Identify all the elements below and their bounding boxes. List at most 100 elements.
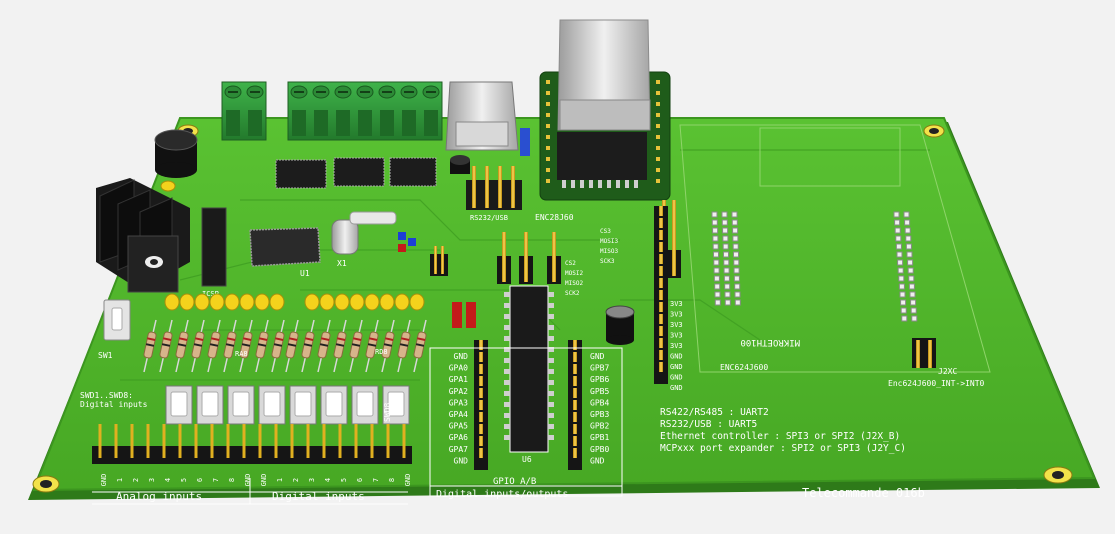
pad (711, 219, 718, 226)
pad (903, 211, 910, 218)
microcontroller-u1: U1 (249, 227, 321, 278)
x1-label: X1 (337, 259, 347, 268)
dip-pin (548, 292, 554, 297)
module-pin (634, 180, 638, 188)
gpio-b-label: GPB2 (590, 422, 609, 431)
resistor-band (161, 343, 171, 347)
power-pin (659, 350, 663, 360)
int-label: Enc624J600_INT->INT0 (888, 379, 985, 388)
gpio-pin (479, 352, 483, 362)
pad (897, 259, 904, 266)
terminal-opening (314, 110, 328, 136)
terminal-opening (380, 110, 394, 136)
resistor-band (243, 337, 252, 341)
gpio-b-label: GPB1 (590, 433, 609, 442)
pad (721, 211, 728, 218)
resistors: RA8 RD8 (143, 319, 427, 373)
input-pin-label: 8 (228, 478, 236, 482)
resistor-band (177, 343, 187, 347)
board-title: Telecommande 016b (802, 486, 925, 500)
dip-pin (504, 391, 510, 396)
pad (714, 299, 721, 306)
module-pad (656, 91, 660, 95)
power-rail-label: 3V3 (670, 342, 683, 350)
spi-left-label: SCK2 (565, 290, 580, 297)
header-pin (485, 166, 489, 208)
pad (907, 267, 914, 274)
pad (733, 267, 740, 274)
u1-label: U1 (300, 269, 310, 278)
dip-pin (548, 314, 554, 319)
dip-pin (504, 347, 510, 352)
pad (911, 315, 918, 322)
module-pad (656, 146, 660, 150)
resistor-band (351, 343, 361, 347)
gpio-pin (573, 424, 577, 434)
resistor-band (305, 337, 314, 341)
gpio-a-label: GPA0 (449, 364, 468, 373)
dip-pin (548, 413, 554, 418)
module-pad (656, 124, 660, 128)
yellow-capacitor (239, 293, 255, 311)
pad (734, 291, 741, 298)
gpio-pin (479, 424, 483, 434)
pad (893, 211, 900, 218)
resistor-band (335, 343, 345, 347)
switches-note: SWD1..SWD8: Digital inputs (80, 391, 148, 409)
module-pad (656, 168, 660, 172)
soic-chips (275, 157, 437, 189)
input-pin-label: 3 (148, 478, 156, 482)
dip-pin (504, 292, 510, 297)
resistor-band (179, 337, 188, 341)
spi-right-label: MISO3 (600, 248, 618, 255)
push-button-cap (170, 391, 188, 417)
power-pin (659, 302, 663, 312)
yellow-capacitor (254, 293, 270, 311)
enc624-pad-grid-right (893, 211, 918, 322)
digital-inputs-label: Digital inputs (272, 490, 365, 503)
header-pin (472, 166, 476, 208)
pad (910, 299, 917, 306)
pad (732, 235, 739, 242)
push-button-cap (356, 391, 374, 417)
sw1-label: SW1 (98, 351, 113, 360)
power-pin (659, 362, 663, 372)
pad (900, 299, 907, 306)
gpio-pin (573, 400, 577, 410)
pad (733, 275, 740, 282)
push-button-cap (263, 391, 281, 417)
power-pin (659, 206, 663, 216)
resistor-band (193, 343, 203, 347)
dip-pin (504, 303, 510, 308)
pad (733, 259, 740, 266)
pad (895, 235, 902, 242)
note-line-1: RS422/RS485 : UART2 (660, 407, 769, 418)
input-pin-label: 4 (164, 478, 172, 482)
dip-pin (504, 413, 510, 418)
module-pad (546, 179, 550, 183)
resistor-band (337, 337, 346, 341)
dip-pin (548, 369, 554, 374)
resistor-band (401, 337, 410, 341)
gpio-a-label: GPA3 (449, 398, 468, 407)
pad (713, 275, 720, 282)
input-pin-label: 5 (180, 478, 188, 482)
spi-jumper-headers (430, 200, 681, 284)
pad (905, 235, 912, 242)
jumper-pin (672, 200, 676, 276)
power-rail-label: 3V3 (670, 321, 683, 329)
jumper-pin (434, 246, 437, 274)
header-pin (498, 166, 502, 208)
pad (723, 275, 730, 282)
pad (722, 243, 729, 250)
power-rail-label: GND (670, 374, 683, 382)
spi-left-label: MISO2 (565, 280, 583, 287)
power-pin (659, 278, 663, 288)
icsp-header: ICSP (201, 207, 227, 298)
mounting-holes (32, 124, 1073, 493)
module-pad (546, 91, 550, 95)
resistor-band (225, 343, 235, 347)
power-rail-label: 3V3 (670, 300, 683, 308)
pad (713, 259, 720, 266)
pad (723, 251, 729, 258)
